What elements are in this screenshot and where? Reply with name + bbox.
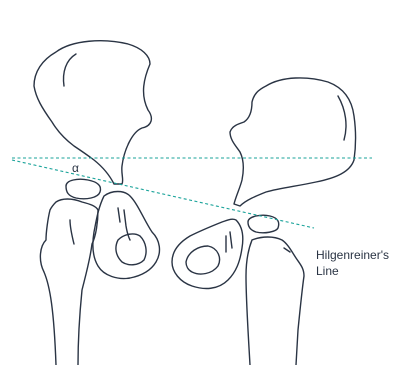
right-ilium [230, 78, 356, 206]
hilgenreiners-line-label-1: Hilgenreiner's [316, 248, 389, 262]
right-pubis-detail [226, 232, 232, 252]
right-femur [246, 237, 304, 365]
hilgenreiners-line-label-2: Line [316, 264, 339, 278]
right-obturator-foramen [186, 246, 220, 274]
left-ilium [34, 41, 151, 184]
right-ilium-inner-contour [338, 96, 346, 140]
left-femoral-epiphysis [66, 179, 101, 199]
left-ilium-inner-contour [64, 54, 77, 86]
angle-label: α [72, 161, 79, 175]
left-obturator-foramen [116, 234, 146, 265]
left-femur [40, 199, 98, 365]
right-pubis-ischium [172, 219, 243, 288]
hilgenreiners-line [12, 160, 314, 228]
right-femoral-epiphysis [248, 215, 279, 233]
